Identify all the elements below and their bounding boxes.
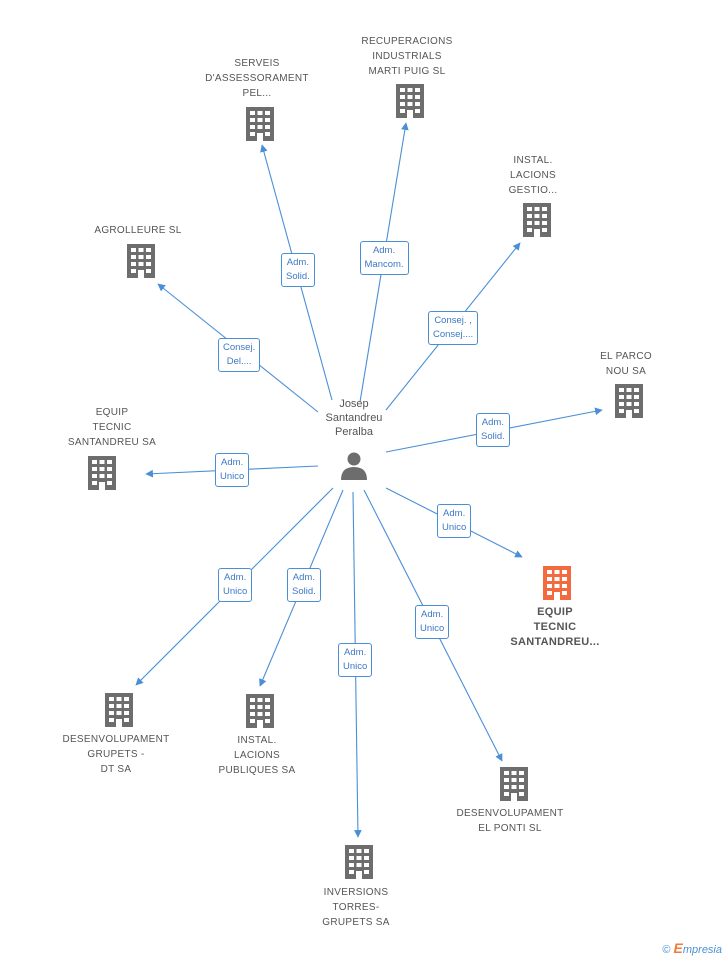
company-label-line: D'ASSESSORAMENT: [205, 73, 309, 84]
company-label-line: INDUSTRIALS: [372, 51, 442, 62]
role-badge-line: Adm.: [481, 417, 504, 428]
building-icon[interactable]: [345, 845, 373, 879]
company-label-line: EQUIP: [95, 407, 129, 418]
role-badge-line: Adm.: [443, 508, 466, 519]
role-badge-inversions: Adm. Unico: [338, 643, 373, 677]
role-badge-line: Unico: [223, 586, 248, 597]
role-badge-line: Unico: [442, 522, 467, 533]
role-badge-line: Unico: [220, 471, 245, 482]
role-badge-line: Solid.: [292, 586, 316, 597]
role-badge-equip-tecnic-left: Adm. Unico: [215, 453, 250, 487]
company-label-line: DESENVOLUPAMENT: [456, 808, 564, 819]
role-badge-line: Solid.: [481, 431, 505, 442]
role-badge-instal-gestio: Consej. , Consej....: [428, 311, 479, 345]
company-label-el-parco[interactable]: EL PARCO NOU SA: [551, 349, 701, 379]
building-icon[interactable]: [246, 107, 274, 141]
company-label-line: INVERSIONS: [323, 887, 389, 898]
company-label-line: SANTANDREU...: [510, 636, 600, 648]
company-label-instal-publiques[interactable]: INSTAL. LACIONS PUBLIQUES SA: [182, 733, 332, 778]
company-label-line: EL PONTI SL: [478, 823, 542, 834]
role-badge-line: Adm.: [286, 257, 309, 268]
role-badge-line: Unico: [343, 661, 368, 672]
role-badge-desenvolupament-ponti: Adm. Unico: [415, 605, 450, 639]
role-badge-line: Unico: [420, 623, 445, 634]
company-label-line: MARTI PUIG SL: [368, 66, 446, 77]
role-badge-desenvolupament-grupets: Adm. Unico: [218, 568, 253, 602]
brand-logo-letter: E: [673, 940, 683, 956]
building-icon[interactable]: [105, 693, 133, 727]
company-label-line: LACIONS: [233, 750, 280, 761]
role-badge-line: Solid.: [286, 271, 310, 282]
role-badge-line: Consej. ,: [434, 315, 472, 326]
center-label-line: Josep: [339, 398, 369, 410]
building-icon[interactable]: [500, 767, 528, 801]
company-label-line: GRUPETS -: [87, 749, 145, 760]
role-badge-line: Adm.: [372, 245, 396, 256]
company-label-line: DT SA: [100, 764, 132, 775]
role-badge-line: Mancom.: [364, 259, 404, 270]
role-badge-line: Adm.: [292, 572, 315, 583]
role-badge-instal-publiques: Adm. Solid.: [287, 568, 321, 602]
building-icon[interactable]: [88, 456, 116, 490]
company-label-recuperacions[interactable]: RECUPERACIONS INDUSTRIALS MARTI PUIG SL: [332, 34, 482, 79]
company-label-line: RECUPERACIONS: [361, 36, 453, 47]
company-label-line: TORRES-: [332, 902, 380, 913]
brand-name: mpresia: [682, 944, 722, 956]
company-label-desenvolupament-ponti[interactable]: DESENVOLUPAMENT EL PONTI SL: [435, 806, 585, 836]
company-label-line: SANTANDREU SA: [67, 437, 157, 448]
company-label-line: INSTAL.: [237, 735, 277, 746]
copyright-icon: ©: [662, 944, 671, 956]
copyright-footer: © Empresia: [662, 940, 722, 956]
company-label-line: GESTIO...: [508, 185, 558, 196]
company-label-line: PUBLIQUES SA: [218, 765, 296, 776]
role-badge-line: Consej.: [223, 342, 256, 353]
person-icon[interactable]: [341, 452, 367, 481]
company-label-instal-gestio[interactable]: INSTAL. LACIONS GESTIO...: [458, 153, 608, 198]
company-label-line: TECNIC: [92, 422, 132, 433]
company-label-line: TECNIC: [533, 621, 577, 633]
company-label-line: PEL...: [242, 88, 272, 99]
building-icon[interactable]: [396, 84, 424, 118]
company-label-line: LACIONS: [509, 170, 556, 181]
building-icon[interactable]: [543, 566, 571, 600]
role-badge-line: Consej....: [433, 329, 474, 340]
company-label-line: SERVEIS: [234, 58, 280, 69]
company-label-equip-tecnic-main[interactable]: EQUIP TECNIC SANTANDREU...: [480, 605, 630, 650]
building-icon[interactable]: [246, 694, 274, 728]
company-label-line: DESENVOLUPAMENT: [62, 734, 170, 745]
company-label-line: NOU SA: [605, 366, 647, 377]
building-icon[interactable]: [615, 384, 643, 418]
company-label-line: GRUPETS SA: [322, 917, 390, 928]
company-label-line: EQUIP: [537, 606, 573, 618]
role-badge-line: Adm.: [221, 457, 244, 468]
company-label-line: AGROLLEURE SL: [94, 225, 182, 236]
role-badge-line: Del....: [226, 356, 252, 367]
role-badge-agrolleure: Consej. Del....: [218, 338, 261, 372]
building-icon[interactable]: [523, 203, 551, 237]
building-icon[interactable]: [127, 244, 155, 278]
role-badge-line: Adm.: [344, 647, 367, 658]
role-badge-line: Adm.: [224, 572, 247, 583]
role-badge-recuperacions: Adm. Mancom.: [359, 241, 409, 275]
center-label-line: Peralba: [335, 426, 373, 438]
company-label-line: EL PARCO: [600, 351, 652, 362]
company-label-line: INSTAL.: [513, 155, 553, 166]
role-badge-el-parco: Adm. Solid.: [476, 413, 510, 447]
role-badge-equip-tecnic-main: Adm. Unico: [437, 504, 472, 538]
center-label-line: Santandreu: [325, 412, 383, 424]
role-badge-line: Adm.: [421, 609, 444, 620]
company-label-serveis[interactable]: SERVEIS D'ASSESSORAMENT PEL...: [182, 56, 332, 101]
company-label-equip-tecnic-left[interactable]: EQUIP TECNIC SANTANDREU SA: [37, 405, 187, 450]
company-label-inversions[interactable]: INVERSIONS TORRES- GRUPETS SA: [281, 885, 431, 930]
role-badge-serveis: Adm. Solid.: [281, 253, 315, 287]
company-label-agrolleure[interactable]: AGROLLEURE SL: [63, 223, 213, 238]
company-label-desenvolupament-grupets[interactable]: DESENVOLUPAMENT GRUPETS - DT SA: [41, 732, 191, 777]
